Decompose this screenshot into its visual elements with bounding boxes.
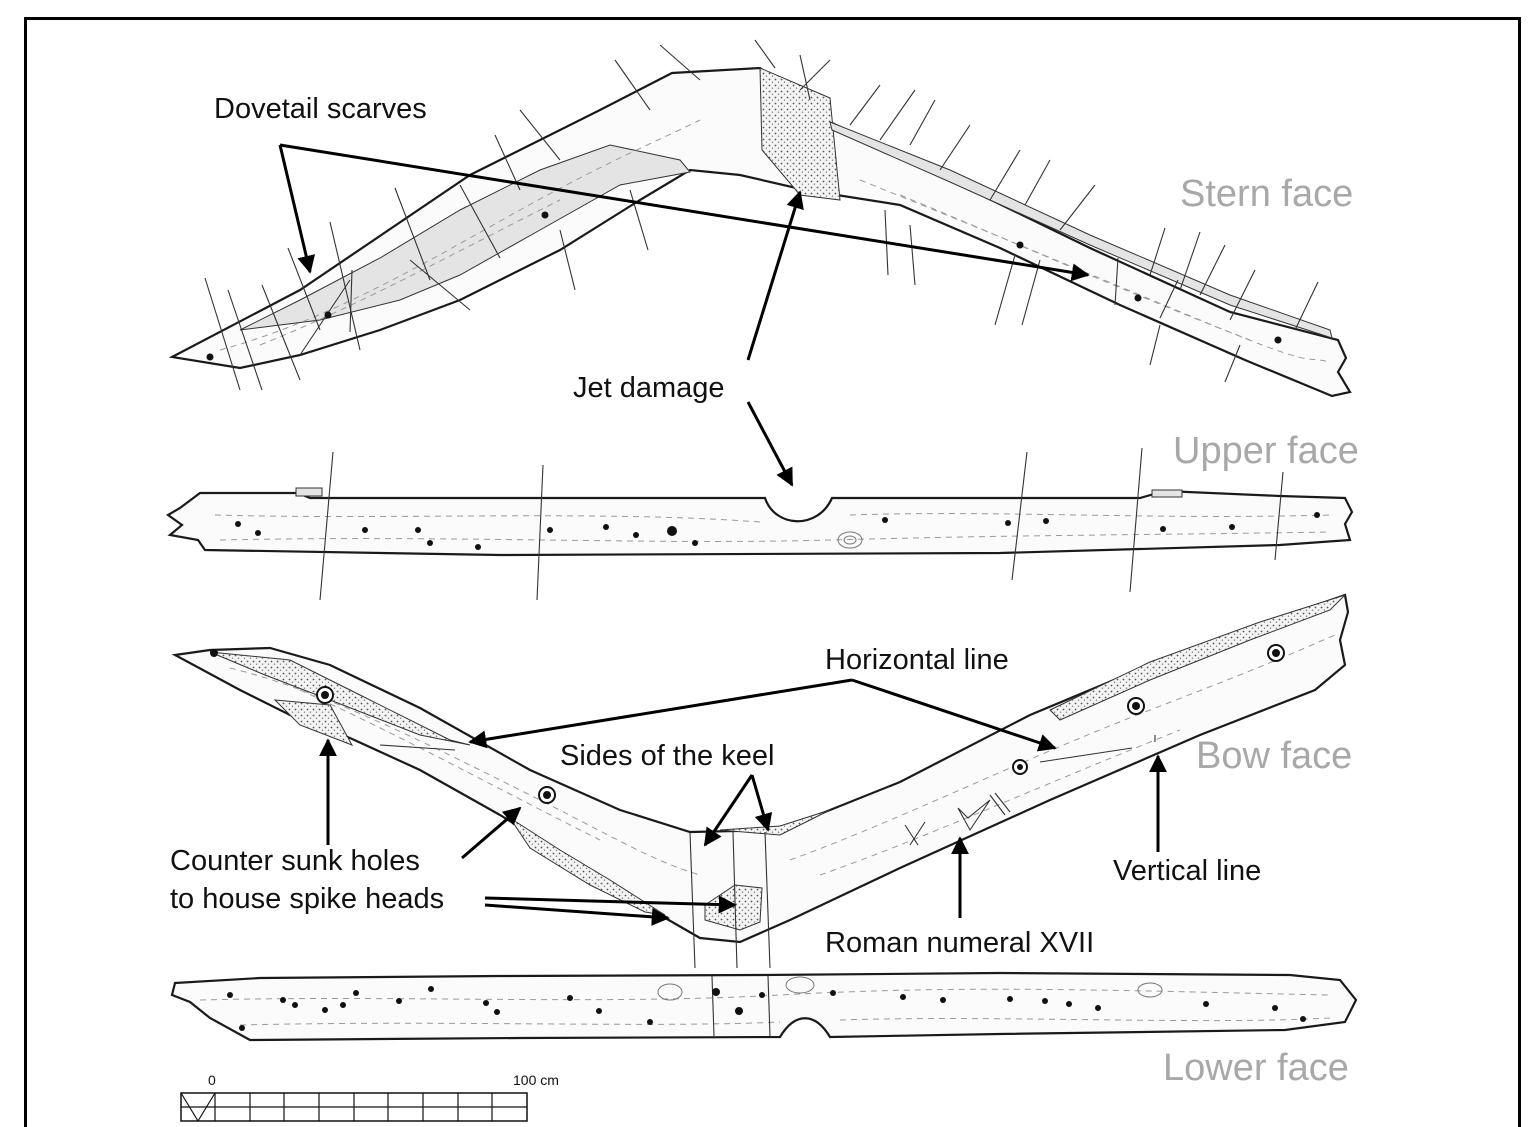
label-roman-numeral: Roman numeral XVII xyxy=(825,927,1094,959)
bow-face-view xyxy=(171,593,1350,969)
label-jet-damage: Jet damage xyxy=(573,372,725,404)
lower-face-view xyxy=(170,971,1358,1042)
upper-face-view xyxy=(165,447,1354,601)
stern-survey-ticks xyxy=(204,39,1319,391)
face-label-lower: Lower face xyxy=(1163,1047,1349,1089)
scale-end-label: 100 cm xyxy=(513,1072,559,1088)
figure-frame xyxy=(24,17,1521,1127)
label-counter-sunk-line2: to house spike heads xyxy=(170,883,444,915)
scale-start-label: 0 xyxy=(208,1072,216,1088)
label-horizontal-line: Horizontal line xyxy=(825,644,1009,676)
jet-damage-stern xyxy=(759,67,841,201)
face-label-stern: Stern face xyxy=(1180,173,1353,215)
face-label-bow: Bow face xyxy=(1196,735,1352,777)
label-dovetail-scarves: Dovetail scarves xyxy=(214,93,427,125)
label-vertical-line: Vertical line xyxy=(1113,855,1261,887)
annotation-arrows xyxy=(278,143,1167,926)
stern-face-view xyxy=(168,39,1352,398)
upper-survey-ticks xyxy=(319,447,1284,601)
scale-bar: 0 100 cm xyxy=(180,1072,559,1122)
label-sides-of-keel: Sides of the keel xyxy=(560,740,774,772)
face-label-upper: Upper face xyxy=(1173,430,1359,472)
label-counter-sunk-line1: Counter sunk holes xyxy=(170,845,420,877)
